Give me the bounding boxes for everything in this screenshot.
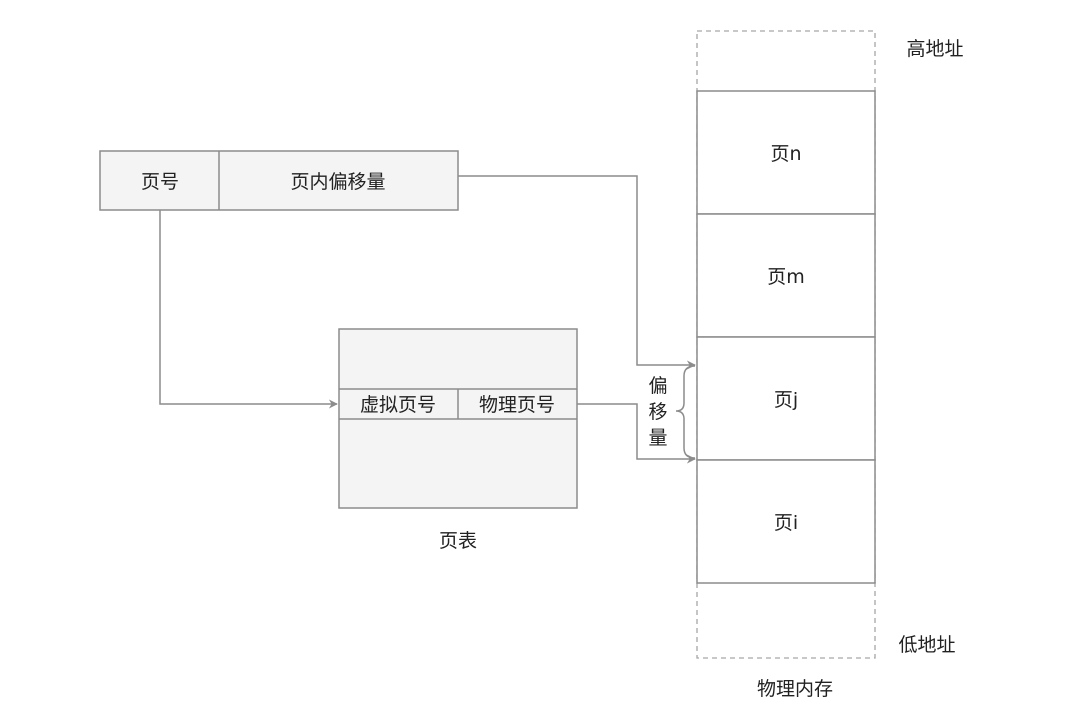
virtual-page-number-cell: 虚拟页号 [360, 394, 436, 416]
offset-brace [675, 365, 696, 459]
physical-page-to-memory-arrow [577, 403, 696, 464]
physical-memory-caption: 物理内存 [757, 678, 833, 700]
virtual-address-outline [99, 150, 459, 211]
memory-page-n-label: 页n [770, 143, 801, 165]
offset-label-char-1: 偏 [648, 375, 667, 397]
physical-memory: 页n 页m 页j 页i 高地址 低地址 物理内存 [696, 30, 964, 700]
memory-page-m-label: 页m [767, 266, 805, 288]
offset-label-char-3: 量 [648, 427, 667, 449]
page-offset-label: 页内偏移量 [290, 171, 385, 193]
page-offset-to-memory-arrow [458, 175, 696, 370]
virtual-address-box: 页号 页内偏移量 [99, 150, 459, 211]
memory-page-j-label: 页j [774, 389, 798, 411]
memory-page-i-label: 页i [774, 512, 798, 534]
physical-page-number-cell: 物理页号 [479, 394, 555, 416]
high-address-label: 高地址 [906, 38, 963, 60]
page-table: 虚拟页号 物理页号 页表 [338, 328, 578, 552]
page-number-label: 页号 [141, 171, 179, 193]
page-table-caption: 页表 [439, 530, 477, 552]
page-number-to-page-table-arrow [159, 210, 338, 409]
offset-label-char-2: 移 [648, 401, 667, 423]
low-address-label: 低地址 [898, 634, 955, 656]
memory-page-i [696, 459, 876, 584]
